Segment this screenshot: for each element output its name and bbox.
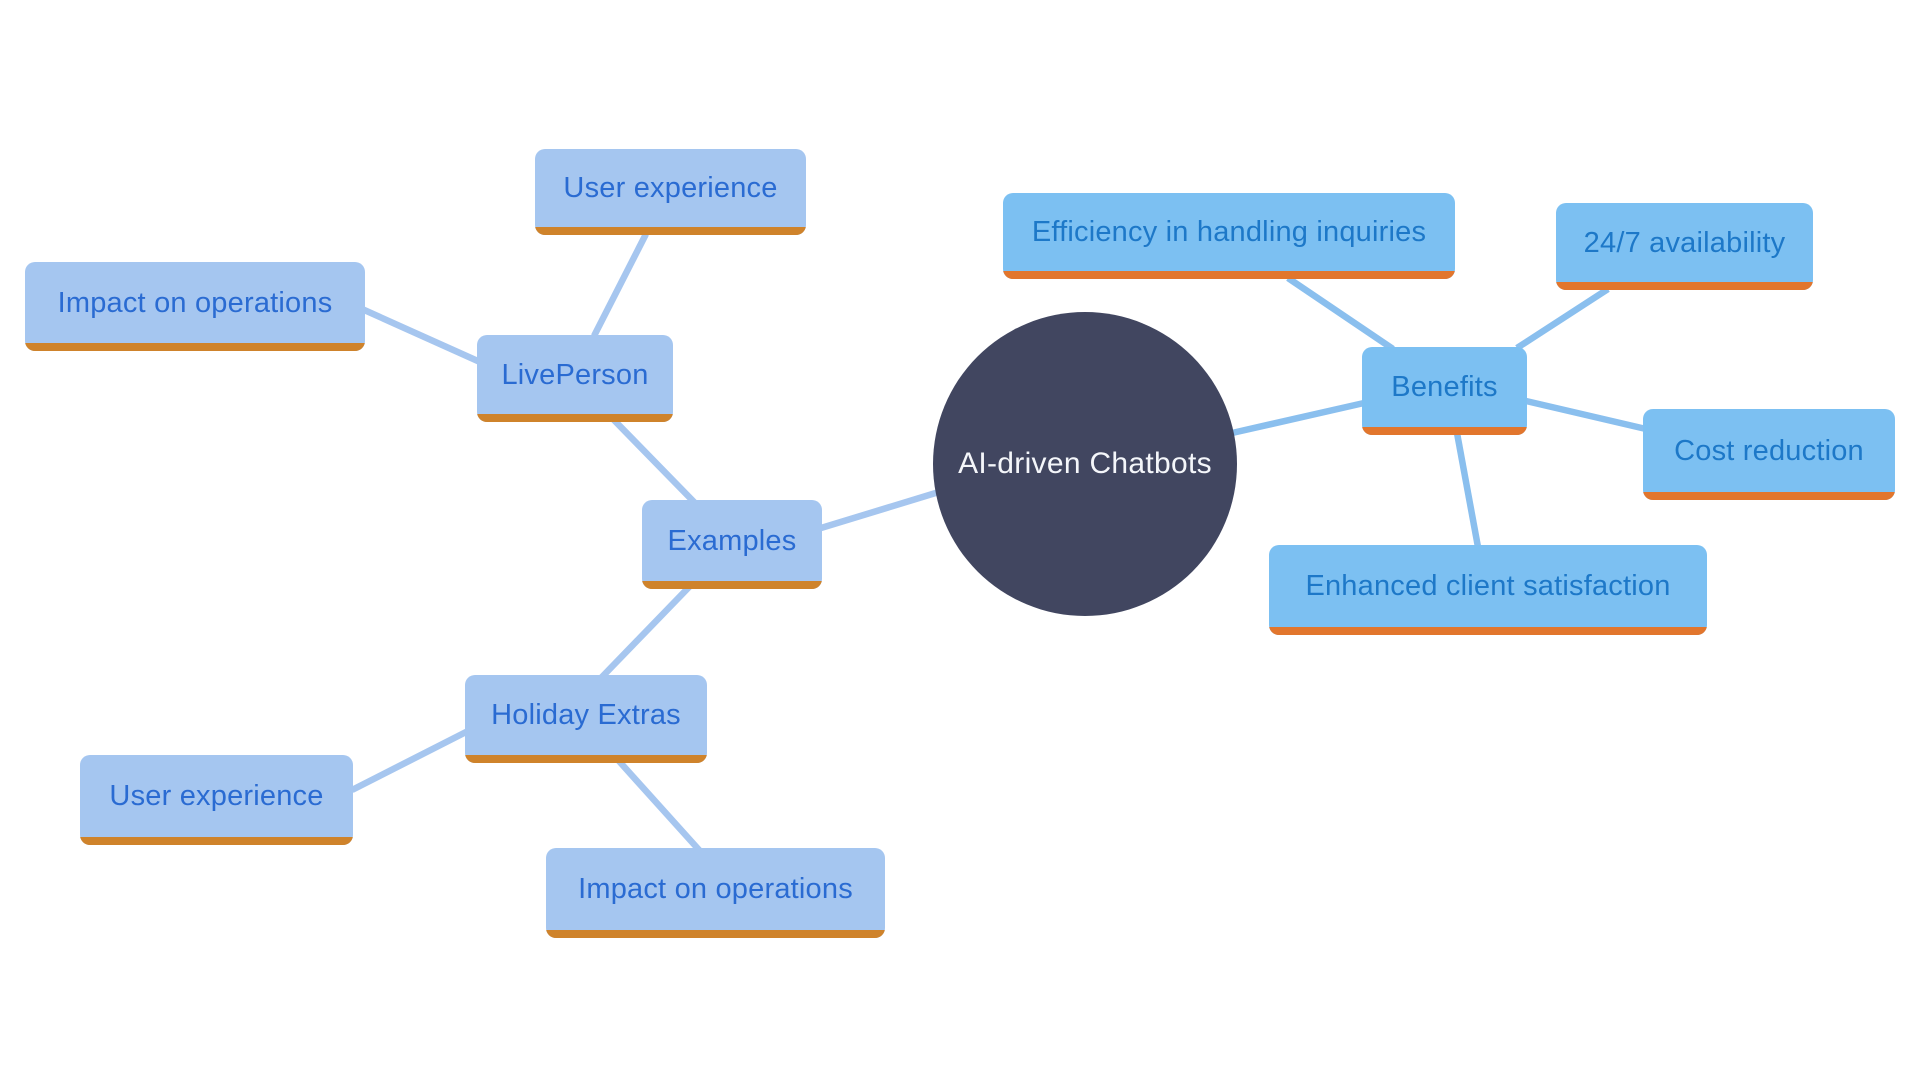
node-label: 24/7 availability bbox=[1583, 226, 1786, 259]
node-underline bbox=[80, 837, 353, 845]
node-label: LivePerson bbox=[501, 358, 649, 391]
node-underline bbox=[1556, 282, 1813, 290]
node-impact-operations-liveperson[interactable]: Impact on operations bbox=[25, 262, 365, 351]
node-underline bbox=[535, 227, 806, 235]
edge-user-experience-liveperson-liveperson bbox=[591, 232, 649, 338]
edge-holiday-extras-impact-operations-holiday bbox=[615, 757, 703, 854]
edge-benefits-cost-reduction bbox=[1525, 397, 1647, 433]
node-underline bbox=[25, 343, 365, 351]
central-topic-node[interactable]: AI-driven Chatbots bbox=[933, 312, 1237, 616]
node-label: Impact on operations bbox=[578, 873, 853, 905]
edge-impact-operations-liveperson-liveperson bbox=[360, 306, 482, 365]
node-benefits[interactable]: Benefits bbox=[1362, 347, 1527, 435]
node-underline bbox=[642, 581, 822, 589]
node-liveperson[interactable]: LivePerson bbox=[477, 335, 673, 422]
node-label: Benefits bbox=[1391, 371, 1498, 403]
node-label: Impact on operations bbox=[57, 286, 333, 319]
node-availability-247[interactable]: 24/7 availability bbox=[1556, 203, 1813, 290]
edge-user-experience-holiday-holiday-extras bbox=[350, 728, 470, 793]
node-impact-operations-holiday[interactable]: Impact on operations bbox=[546, 848, 885, 938]
edge-benefits-enhanced-satisfaction bbox=[1453, 432, 1482, 548]
central-topic-label: AI-driven Chatbots bbox=[958, 447, 1212, 480]
edge-examples-center bbox=[820, 484, 953, 532]
node-enhanced-satisfaction[interactable]: Enhanced client satisfaction bbox=[1269, 545, 1707, 635]
node-label: Examples bbox=[667, 524, 797, 557]
node-label: User experience bbox=[109, 780, 324, 812]
node-label: Cost reduction bbox=[1674, 434, 1864, 467]
node-user-experience-holiday[interactable]: User experience bbox=[80, 755, 353, 845]
node-underline bbox=[1643, 492, 1895, 500]
edge-liveperson-examples bbox=[609, 415, 698, 506]
node-underline bbox=[465, 755, 707, 763]
node-examples[interactable]: Examples bbox=[642, 500, 822, 589]
node-underline bbox=[477, 414, 673, 422]
node-label: User experience bbox=[563, 172, 778, 204]
node-label: Enhanced client satisfaction bbox=[1305, 570, 1671, 602]
node-user-experience-liveperson[interactable]: User experience bbox=[535, 149, 806, 235]
node-underline bbox=[1003, 271, 1455, 279]
edge-availability-247-benefits bbox=[1515, 286, 1610, 351]
edge-examples-holiday-extras bbox=[598, 582, 694, 681]
node-label: Holiday Extras bbox=[491, 699, 681, 731]
edge-efficiency-inquiries-benefits bbox=[1286, 275, 1395, 352]
node-label: Efficiency in handling inquiries bbox=[1031, 216, 1427, 248]
node-holiday-extras[interactable]: Holiday Extras bbox=[465, 675, 707, 763]
node-efficiency-inquiries[interactable]: Efficiency in handling inquiries bbox=[1003, 193, 1455, 279]
node-cost-reduction[interactable]: Cost reduction bbox=[1643, 409, 1895, 500]
node-underline bbox=[1269, 627, 1707, 635]
node-underline bbox=[1362, 427, 1527, 435]
node-underline bbox=[546, 930, 885, 938]
edge-center-benefits bbox=[1231, 399, 1365, 437]
